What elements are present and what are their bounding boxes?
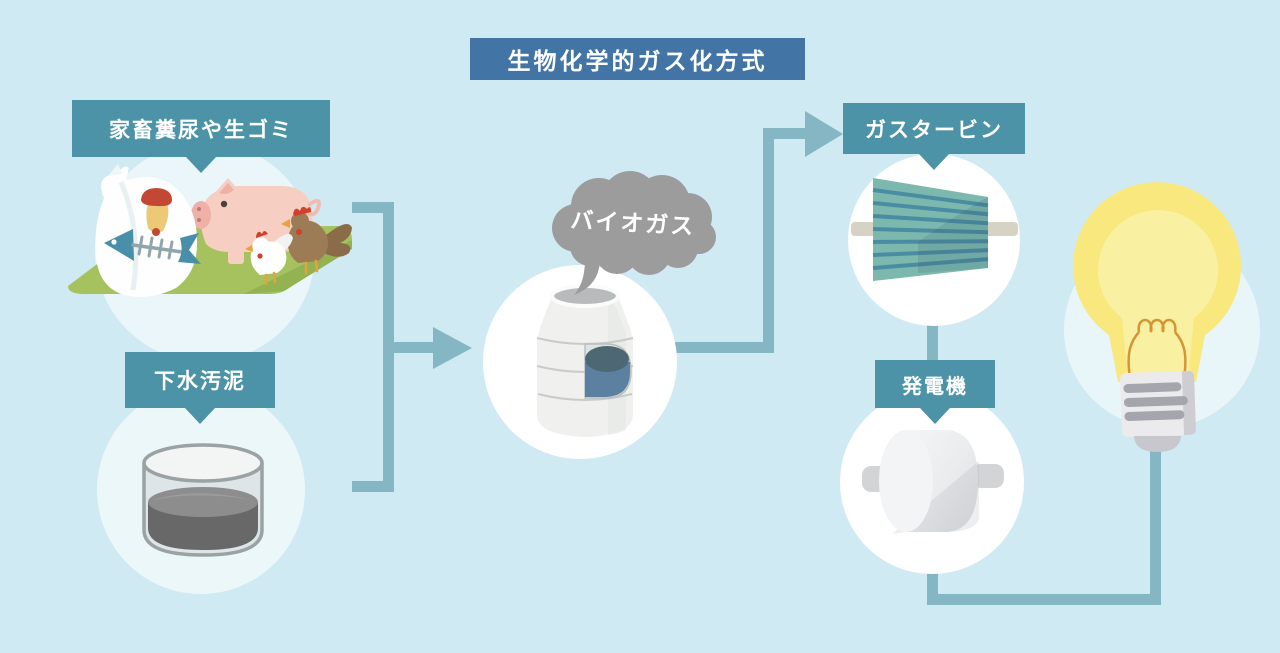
label-sewage-sludge: 下水汚泥 bbox=[125, 352, 275, 424]
sewage-sludge-icon bbox=[142, 443, 264, 557]
label-gas-turbine: ガスタービン bbox=[843, 103, 1025, 170]
garbage-bag-icon bbox=[95, 164, 201, 297]
label-generator: 発電機 bbox=[875, 360, 995, 424]
diagram-title: 生物化学的ガス化方式 bbox=[470, 38, 805, 80]
rooster-icon bbox=[281, 206, 352, 275]
livestock-waste-icon bbox=[68, 164, 352, 297]
fish-bone-icon bbox=[104, 229, 201, 264]
label-livestock-waste: 家畜糞尿や生ゴミ bbox=[72, 100, 330, 173]
generator-icon bbox=[862, 430, 1004, 534]
flow-arrow-icon bbox=[352, 111, 1161, 605]
food-scrap-icon bbox=[141, 188, 172, 236]
biogas-cloud-icon bbox=[552, 171, 716, 295]
hen-icon bbox=[245, 231, 293, 286]
gas-turbine-icon bbox=[851, 178, 1018, 281]
digester-tank-icon bbox=[536, 284, 634, 437]
light-bulb-icon bbox=[1073, 182, 1241, 452]
